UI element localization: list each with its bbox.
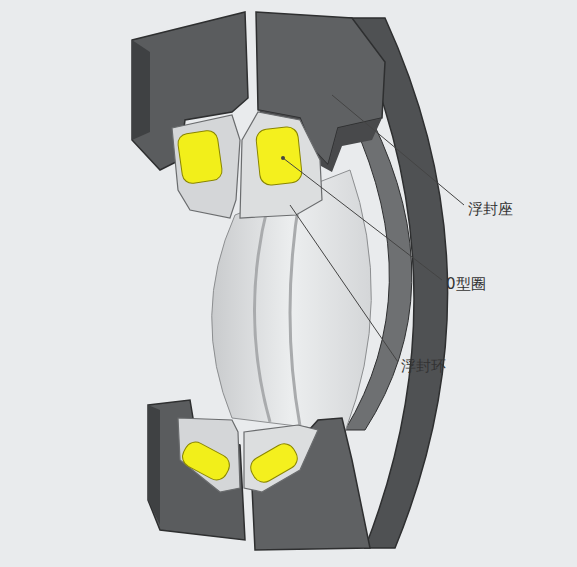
float-ring-right-bottom xyxy=(244,425,318,492)
leader-dot xyxy=(281,156,285,160)
part-label: 0型圈 xyxy=(446,275,486,293)
float-ring-left-top xyxy=(172,115,240,218)
leader-line xyxy=(283,158,442,280)
o-ring-right-bottom xyxy=(247,440,302,487)
float-ring-left-bottom xyxy=(178,418,240,492)
bore-groove xyxy=(290,195,300,426)
bore-groove xyxy=(254,205,270,422)
seat-left-bottom xyxy=(148,400,245,540)
o-ring-right-top xyxy=(255,126,303,186)
leader-line xyxy=(332,95,464,205)
leader-line xyxy=(290,205,398,362)
o-ring-left-bottom xyxy=(179,438,234,483)
part-label: 浮封环 xyxy=(401,357,446,375)
o-ring-left-top xyxy=(177,129,224,184)
part-label: 浮封座 xyxy=(468,200,513,218)
seat-left-top-face xyxy=(132,40,150,140)
float-ring-right-top xyxy=(240,112,322,218)
seat-left-bottom-face xyxy=(148,405,160,525)
